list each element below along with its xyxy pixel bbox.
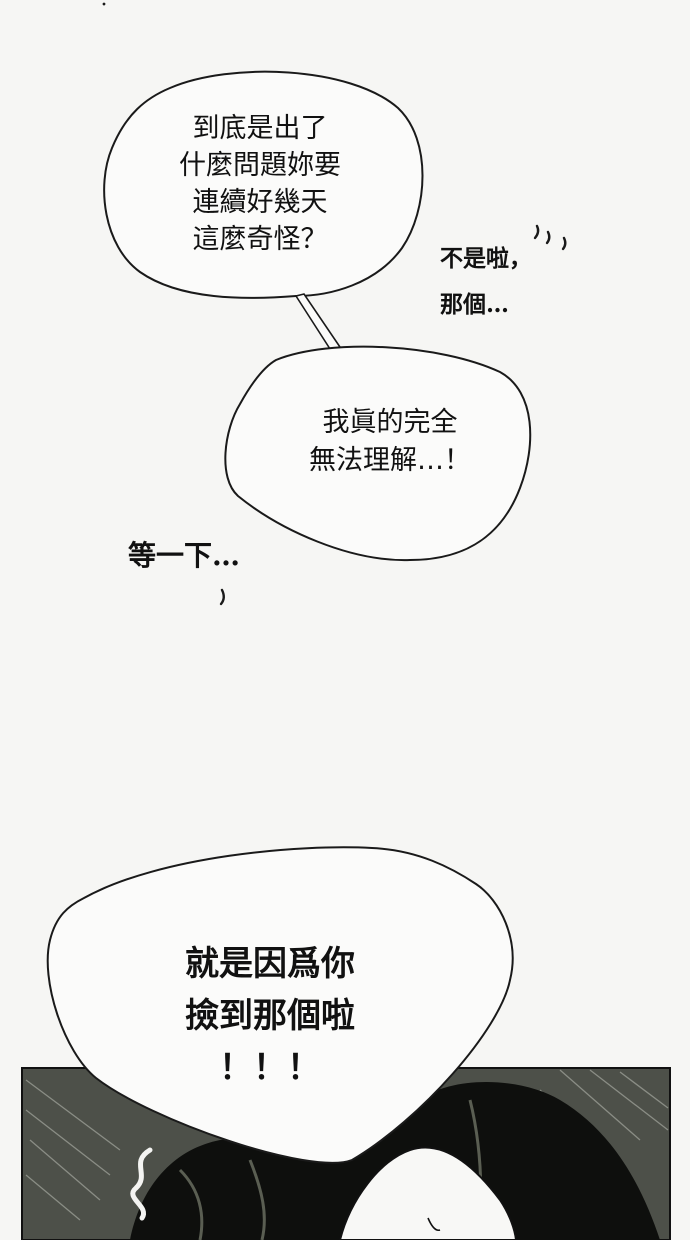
whisper-mark bbox=[533, 224, 567, 251]
whisper-wait: 等一下… bbox=[128, 539, 241, 572]
eye-mark bbox=[427, 1217, 441, 1232]
dialogue-confused: 我眞的完全 無法理解…！ bbox=[309, 407, 471, 476]
character-face bbox=[338, 1146, 518, 1240]
whisper-mark bbox=[219, 588, 225, 606]
speech-bubble-confused bbox=[224, 345, 532, 562]
speed-lines bbox=[25, 1069, 669, 1221]
squiggle-accent bbox=[130, 1147, 153, 1221]
dialogue-reason: 就是因爲你 撿到那個啦 ！！！ bbox=[185, 944, 355, 1088]
dialogue-question: 到底是出了 什麼問題妳要 連續好幾天 這麼奇怪？ bbox=[179, 113, 341, 255]
speech-bubble-question bbox=[103, 70, 424, 299]
whisper-not-that: 不是啦， 那個… bbox=[440, 245, 532, 318]
speech-bubble-connector bbox=[294, 293, 344, 353]
speck bbox=[102, 2, 106, 6]
speech-bubble-reason bbox=[46, 846, 514, 1164]
